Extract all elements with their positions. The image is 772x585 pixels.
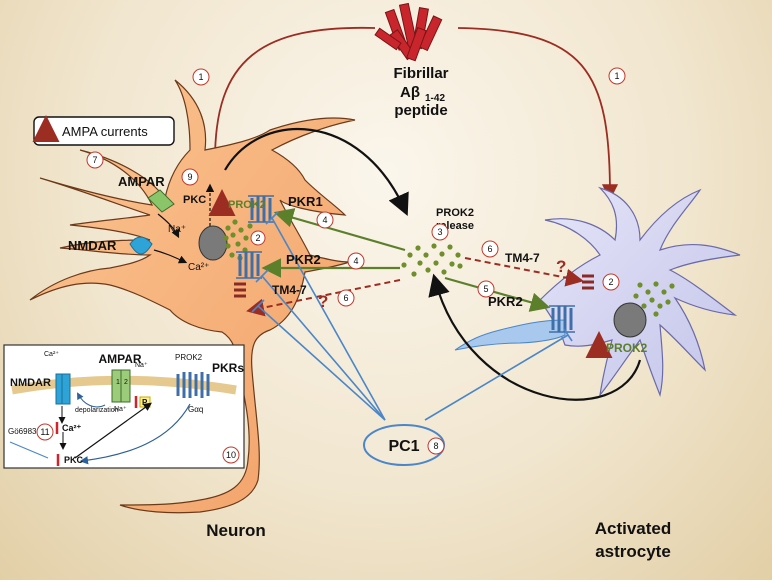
neuron-nucleus <box>198 225 228 261</box>
prok2-release-label-1: PROK2 <box>436 207 474 219</box>
step-4-pkr2: 4 <box>353 256 358 266</box>
inset-ca-top: Ca²⁺ <box>44 351 59 358</box>
step-6-astrocyte: 6 <box>487 244 492 254</box>
inset-na-bottom: Na⁺ <box>114 406 127 413</box>
pc1-label: PC1 <box>388 438 419 455</box>
inset-nmdar-icon <box>55 373 71 405</box>
nmdar-label: NMDAR <box>68 238 117 253</box>
astrocyte-process <box>454 319 566 351</box>
step-3: 3 <box>437 227 442 237</box>
step-6-neuron: 6 <box>343 293 348 303</box>
astrocyte-release-arrow <box>428 273 642 401</box>
prok2-to-pkr1-arrow <box>273 208 406 252</box>
inset-channel-1: 1 <box>116 379 120 386</box>
ca-influx-arrow <box>153 249 188 264</box>
pc1-inhibition-lines <box>251 211 573 421</box>
step-8: 8 <box>433 441 438 451</box>
released-prok2-granules <box>401 243 463 277</box>
prok2-to-tm47-astrocyte-arrow <box>464 257 584 287</box>
inset-na-top: Na⁺ <box>135 362 148 369</box>
prok2-astrocyte-label: PROK2 <box>606 341 648 355</box>
prok2-neuron-label: PROK2 <box>228 199 266 211</box>
ampar-channel-icon <box>147 189 175 213</box>
step-4-pkr1: 4 <box>322 215 327 225</box>
abeta-label-name: Aβ <box>400 84 420 101</box>
step-2-neuron: 2 <box>255 233 260 243</box>
step-5: 5 <box>483 284 488 294</box>
step-1-neuron: 1 <box>198 72 203 82</box>
abeta-label-subscript: 1-42 <box>425 93 445 104</box>
tm47-astrocyte-label: TM4-7 <box>505 251 540 265</box>
question-mark-astrocyte: ? <box>556 257 566 276</box>
pkr2-astrocyte-label: PKR2 <box>488 294 523 309</box>
inset-go6983-label: Gö6983 <box>8 427 37 436</box>
inset-p-label: P <box>142 398 148 407</box>
inset-pkc-ampar-arrow <box>74 402 152 459</box>
abeta-to-astrocyte-arrow <box>457 27 619 201</box>
inset-pkc-label: PKC <box>64 455 84 465</box>
nmdar-channel-icon <box>129 236 153 255</box>
astrocyte-nucleus <box>613 302 647 338</box>
step-2-astrocyte: 2 <box>608 277 613 287</box>
inset-gaq-label: Gαq <box>188 405 203 414</box>
step-1-astrocyte: 1 <box>614 71 619 81</box>
inset-prok2-label: PROK2 <box>175 353 203 362</box>
abeta-to-neuron-arrow <box>206 26 376 166</box>
step-10: 10 <box>226 450 236 460</box>
tm47-neuron-label: TM4-7 <box>272 283 307 297</box>
inset-gaq-pkc-arrow <box>79 403 191 465</box>
pkr2-label: PKR2 <box>286 252 321 267</box>
abeta-fibril-icon <box>374 2 443 62</box>
astrocyte-prok2-granules <box>633 281 675 317</box>
abeta-label-peptide: peptide <box>394 102 447 119</box>
inset-pkrs-label: PKRs <box>212 361 244 375</box>
step-markers: 1 1 2 2 3 4 4 5 6 6 7 8 9 <box>86 67 626 455</box>
pkr2-receptor-icon <box>236 251 262 279</box>
tm47-receptor-astrocyte-icon <box>582 274 594 290</box>
pkr1-receptor-icon <box>248 195 274 223</box>
prok2-release-arrow <box>224 128 409 217</box>
question-mark-neuron: ? <box>318 292 328 311</box>
inset-depolarization: depolarization <box>75 407 119 414</box>
activated-label: Activated <box>595 519 672 538</box>
step-7: 7 <box>92 155 97 165</box>
astrocyte-label: astrocyte <box>595 542 671 561</box>
pkc-label: PKC <box>183 194 206 206</box>
inset-ca2-label: Ca²⁺ <box>62 423 82 433</box>
neuron-body <box>29 79 356 514</box>
abeta-label-fibrillar: Fibrillar <box>393 65 448 82</box>
step-11: 11 <box>40 427 49 437</box>
inset-nmdar-label: NMDAR <box>10 377 51 389</box>
prok2-to-astro-pkr2-arrow <box>444 276 551 312</box>
ca-label: Ca²⁺ <box>188 262 209 273</box>
signaling-inset: Ca²⁺ AMPAR Na⁺ PROK2 NMDAR PKRs 1 2 depo… <box>3 344 245 469</box>
tm47-receptor-neuron-icon <box>234 282 246 298</box>
step-9: 9 <box>187 172 192 182</box>
inset-channel-2: 2 <box>124 379 128 386</box>
na-label: Na⁺ <box>168 224 186 235</box>
pkr2-receptor-astrocyte-icon <box>549 305 575 333</box>
inset-depol-arrow <box>77 392 106 408</box>
astrocyte-body <box>539 186 741 398</box>
inset-inhibitor-line <box>9 441 49 459</box>
inset-ampar-label: AMPAR <box>98 352 141 366</box>
neuron-label: Neuron <box>206 521 266 540</box>
ampar-label: AMPAR <box>118 174 165 189</box>
ampa-currents-label: AMPA currents <box>62 124 148 139</box>
prok2-to-tm47-neuron-arrow <box>246 279 401 317</box>
na-influx-arrow <box>157 213 180 239</box>
inset-pkrs-icon <box>176 372 210 398</box>
pkr1-label: PKR1 <box>288 194 323 209</box>
